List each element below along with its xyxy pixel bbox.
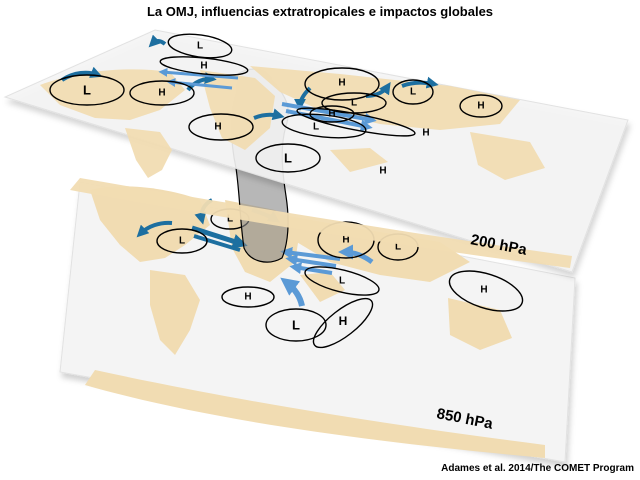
arrow-850-8	[289, 262, 333, 275]
center-label: H	[379, 166, 386, 177]
landmass-asia-200	[250, 66, 520, 130]
center-label: L	[395, 242, 401, 253]
center-label: H	[200, 61, 207, 72]
center-label: H	[422, 128, 429, 139]
center-label: L	[313, 122, 319, 133]
arrow-850-7	[285, 254, 337, 268]
center-200-h7: H	[379, 166, 386, 177]
center-200-l6: L	[392, 79, 434, 105]
center-850-l4: L	[304, 266, 380, 296]
center-label: H	[214, 122, 221, 133]
center-850-l5: L	[265, 308, 327, 342]
arrow-200-2	[148, 34, 167, 48]
center-850-h3: H	[312, 297, 374, 349]
center-label: L	[292, 318, 300, 333]
center-200-h2: H	[129, 80, 195, 106]
pressure-centers-200: L H L H H L H L H L H H L H H	[49, 33, 503, 177]
center-label: H	[339, 314, 348, 328]
landmass-antarctica-850	[85, 370, 545, 458]
center-label: H	[342, 235, 349, 246]
arrow-850-5	[193, 234, 241, 252]
center-label: L	[83, 83, 91, 98]
center-200-l5: L	[281, 113, 367, 139]
center-label: L	[410, 87, 416, 98]
arrow-200-4	[294, 86, 312, 111]
arrow-850-1	[136, 220, 173, 238]
center-850-h2: H	[221, 286, 275, 308]
plane-200hpa: 200 hPa L H L H H L H L H L H	[3, 29, 629, 273]
center-200-h3: H	[188, 113, 254, 141]
credit-text: Adames et al. 2014/The COMET Program	[441, 463, 634, 474]
center-label: H	[477, 101, 484, 112]
arrow-200-7	[253, 108, 285, 121]
diagram-title: La OMJ, influencias extratropicales e im…	[146, 4, 494, 19]
landmass-south-america-850	[150, 270, 200, 355]
center-label: L	[179, 236, 185, 247]
center-label: L	[197, 41, 203, 52]
center-label: H	[244, 292, 251, 303]
arrow-200-6	[401, 76, 439, 89]
center-850-h4: H	[448, 270, 524, 312]
center-850-l1: L	[156, 228, 208, 254]
continents-850	[85, 186, 545, 458]
center-label: H	[158, 88, 165, 99]
center-label: H	[328, 109, 335, 120]
center-200-h4: H	[304, 67, 380, 101]
center-200-h8: H	[459, 94, 503, 118]
center-200-h1: H	[159, 56, 249, 76]
center-200-l2: L	[49, 74, 125, 106]
arrow-200-8	[158, 67, 239, 80]
center-200-h6: H	[296, 107, 430, 139]
flow-arrows-850	[136, 198, 374, 307]
arrow-850-4	[191, 225, 248, 249]
plane-850hpa: 850 hPa L L H L L H H L H	[59, 181, 576, 463]
landmass-maritime-continent-200	[330, 148, 388, 172]
arrow-200-3	[186, 72, 217, 92]
center-label: L	[351, 98, 357, 109]
pressure-centers-850: L L H L L H H L H	[156, 208, 524, 349]
landmass-europe-africa-200	[200, 70, 275, 150]
center-label: L	[227, 214, 233, 225]
landmass-south-america-200	[125, 128, 172, 178]
center-label: H	[338, 78, 345, 89]
center-200-l3: L	[255, 143, 321, 173]
center-label: H	[480, 285, 487, 296]
arrow-850-9	[338, 244, 374, 265]
arrow-850-10	[280, 277, 305, 307]
landmass-antarctica-200	[70, 178, 572, 268]
arrow-850-6	[280, 246, 341, 261]
landmass-australia-200	[470, 132, 545, 180]
center-label: L	[339, 276, 345, 287]
center-label: L	[284, 151, 292, 166]
arrow-200-10	[281, 102, 377, 125]
